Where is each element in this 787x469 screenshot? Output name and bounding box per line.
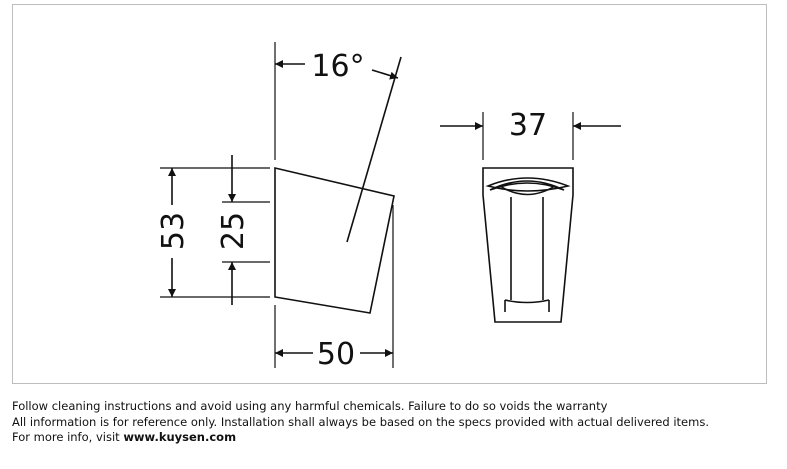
angle-arrow-right	[371, 69, 399, 80]
notes-block: Follow cleaning instructions and avoid u…	[12, 399, 782, 446]
note-more-info-prefix: For more info, visit	[12, 430, 124, 444]
note-warranty: Follow cleaning instructions and avoid u…	[12, 399, 608, 413]
height-label: 53	[156, 212, 191, 250]
side-view-outline	[274, 166, 395, 314]
note-reference: All information is for reference only. I…	[12, 414, 709, 429]
drawing-frame	[12, 4, 767, 384]
website-link[interactable]: www.kuysen.com	[123, 430, 237, 444]
angle-axis-line	[346, 56, 402, 243]
technical-drawing: 16° 37 50 53 25	[156, 42, 621, 372]
width-label: 37	[509, 108, 547, 143]
angle-label: 16°	[311, 49, 364, 84]
hole-height-label: 25	[216, 212, 251, 250]
note-more-info: For more info, visit www.kuysen.com	[12, 430, 782, 446]
depth-label: 50	[317, 337, 355, 372]
front-view	[482, 167, 574, 323]
